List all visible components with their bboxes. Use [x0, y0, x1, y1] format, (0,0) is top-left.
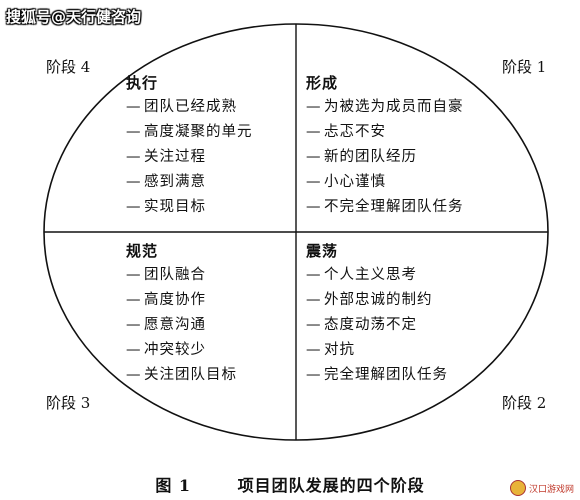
quadrant-title: 规范	[126, 242, 159, 260]
list-item-text: 不完全理解团队任务	[324, 199, 464, 215]
quadrant-storm: 震荡 —个人主义思考—外部忠诚的制约—态度动荡不定—对抗—完全理解团队任务	[306, 240, 448, 388]
list-item: —冲突较少	[126, 338, 237, 363]
quadrant-form: 形成 —为被选为成员而自豪—忐忑不安—新的团队经历—小心谨慎—不完全理解团队任务	[306, 72, 464, 220]
list-item-text: 完全理解团队任务	[324, 367, 448, 383]
list-item-text: 为被选为成员而自豪	[324, 99, 464, 115]
dash-glyph: —	[306, 267, 322, 283]
corner-logo: 汉口游戏网	[509, 480, 574, 496]
corner-logo-text: 汉口游戏网	[528, 484, 574, 495]
dash-glyph: —	[126, 99, 142, 115]
dash-glyph: —	[306, 124, 322, 140]
dash-glyph: —	[126, 267, 142, 283]
dash-glyph: —	[306, 174, 322, 190]
quadrant-norm: 规范 —团队融合—高度协作—愿意沟通—冲突较少—关注团队目标	[126, 240, 237, 388]
list-item: —完全理解团队任务	[306, 363, 448, 388]
dash-glyph: —	[126, 342, 142, 358]
dash-glyph: —	[126, 149, 142, 165]
list-item: —个人主义思考	[306, 263, 448, 288]
list-item-text: 对抗	[324, 342, 355, 358]
list-item: —对抗	[306, 338, 448, 363]
list-item-text: 团队融合	[144, 267, 206, 283]
list-item-text: 个人主义思考	[324, 267, 417, 283]
dash-glyph: —	[126, 124, 142, 140]
dash-glyph: —	[126, 367, 142, 383]
dash-glyph: —	[306, 292, 322, 308]
list-item-text: 外部忠诚的制约	[324, 292, 433, 308]
list-item: —高度协作	[126, 288, 237, 313]
list-item-text: 高度凝聚的单元	[144, 124, 253, 140]
logo-icon	[509, 480, 526, 496]
quadrant-list: —团队已经成熟—高度凝聚的单元—关注过程—感到满意—实现目标	[126, 95, 253, 220]
list-item-text: 团队已经成熟	[144, 99, 237, 115]
list-item-text: 感到满意	[144, 174, 206, 190]
list-item-text: 关注过程	[144, 149, 206, 165]
dash-glyph: —	[126, 199, 142, 215]
list-item: —外部忠诚的制约	[306, 288, 448, 313]
list-item: —高度凝聚的单元	[126, 120, 253, 145]
dash-glyph: —	[126, 317, 142, 333]
quadrant-title: 形成	[306, 74, 339, 92]
list-item: —愿意沟通	[126, 313, 237, 338]
stage-3-label: 阶段 3	[46, 394, 91, 412]
dash-glyph: —	[126, 292, 142, 308]
stage-4-label: 阶段 4	[46, 58, 91, 76]
stage-2-label: 阶段 2	[502, 394, 547, 412]
dash-glyph: —	[306, 367, 322, 383]
dash-glyph: —	[306, 317, 322, 333]
list-item: —团队融合	[126, 263, 237, 288]
list-item: —关注团队目标	[126, 363, 237, 388]
figure-number: 图 1	[155, 476, 192, 495]
list-item-text: 忐忑不安	[324, 124, 386, 140]
quadrant-list: —个人主义思考—外部忠诚的制约—态度动荡不定—对抗—完全理解团队任务	[306, 263, 448, 388]
list-item: —关注过程	[126, 145, 253, 170]
list-item-text: 冲突较少	[144, 342, 206, 358]
quadrant-title: 执行	[126, 74, 159, 92]
dash-glyph: —	[126, 174, 142, 190]
list-item-text: 小心谨慎	[324, 174, 386, 190]
list-item: —不完全理解团队任务	[306, 195, 464, 220]
list-item: —团队已经成熟	[126, 95, 253, 120]
quadrant-list: —团队融合—高度协作—愿意沟通—冲突较少—关注团队目标	[126, 263, 237, 388]
list-item: —新的团队经历	[306, 145, 464, 170]
list-item-text: 态度动荡不定	[324, 317, 417, 333]
list-item-text: 关注团队目标	[144, 367, 237, 383]
list-item: —实现目标	[126, 195, 253, 220]
figure-caption: 图 1 项目团队发展的四个阶段	[0, 472, 580, 496]
stage-1-label: 阶段 1	[502, 58, 547, 76]
quadrant-title: 震荡	[306, 242, 339, 260]
list-item: —为被选为成员而自豪	[306, 95, 464, 120]
list-item: —忐忑不安	[306, 120, 464, 145]
dash-glyph: —	[306, 99, 322, 115]
figure-title: 项目团队发展的四个阶段	[237, 476, 425, 495]
quadrant-perform: 执行 —团队已经成熟—高度凝聚的单元—关注过程—感到满意—实现目标	[126, 72, 253, 220]
dash-glyph: —	[306, 199, 322, 215]
list-item-text: 新的团队经历	[324, 149, 417, 165]
list-item-text: 愿意沟通	[144, 317, 206, 333]
list-item: —感到满意	[126, 170, 253, 195]
quadrant-list: —为被选为成员而自豪—忐忑不安—新的团队经历—小心谨慎—不完全理解团队任务	[306, 95, 464, 220]
dash-glyph: —	[306, 149, 322, 165]
list-item-text: 实现目标	[144, 199, 206, 215]
list-item: —态度动荡不定	[306, 313, 448, 338]
watermark: 搜狐号@天行健咨询	[6, 8, 142, 26]
list-item-text: 高度协作	[144, 292, 206, 308]
dash-glyph: —	[306, 342, 322, 358]
list-item: —小心谨慎	[306, 170, 464, 195]
